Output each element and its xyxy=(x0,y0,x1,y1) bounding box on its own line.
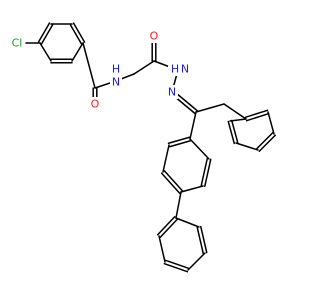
bond-a6-a1 xyxy=(39,42,52,62)
bond-layer xyxy=(25,22,277,273)
bond-r6-r1 xyxy=(229,118,247,122)
bond-c13-b1 xyxy=(189,111,197,140)
bond-p3-p4 xyxy=(163,262,189,273)
bond-p2-p3 xyxy=(158,235,166,263)
bond-r1-r2 xyxy=(245,112,270,122)
bond-r5-r6-second xyxy=(227,120,236,145)
bond-r4-r5 xyxy=(235,142,259,151)
bond-b5-b6 xyxy=(204,158,212,188)
bond-p6-p1 xyxy=(175,217,200,228)
bond-r5-r6 xyxy=(230,119,239,144)
bond-p1-p2-second xyxy=(159,218,179,238)
atom-label-layer: Cl H N O O H N N xyxy=(9,29,194,111)
amide-oxygen-label: O xyxy=(91,98,100,111)
bond-b3-b4 xyxy=(160,172,181,194)
bond-a3-a4-second xyxy=(72,22,86,43)
bond-c14-r1 xyxy=(223,103,247,120)
bond-a3-a4 xyxy=(69,24,83,45)
bond-b2-b3 xyxy=(162,144,170,173)
bond-b4-b5 xyxy=(180,185,204,193)
bond-r1-r2-second xyxy=(244,109,269,119)
bond-p1-p2 xyxy=(156,216,176,236)
bond-a4-c7 xyxy=(82,42,96,89)
bond-r3-r4 xyxy=(255,131,274,150)
hydrazide-nh-h-label: H xyxy=(171,63,179,76)
bond-b1-b2-second xyxy=(168,139,192,148)
bond-c13-c14 xyxy=(195,103,225,113)
bond-b5-b6-second xyxy=(200,157,208,187)
bond-b1-b2 xyxy=(167,136,191,145)
amide-nitrogen-label: N xyxy=(112,76,120,89)
bond-p4-p5 xyxy=(187,252,206,271)
bond-r2-r3 xyxy=(267,111,275,135)
bond-b4-p1 xyxy=(175,191,182,219)
bond-r3-r4-second xyxy=(258,134,277,153)
bond-p3-p4-second xyxy=(164,259,190,270)
bond-p5-p6 xyxy=(200,225,208,254)
bond-b3-b4-second xyxy=(163,170,184,192)
imine-nitrogen-label: N xyxy=(168,86,176,99)
hydrazide-nitrogen-label: N xyxy=(181,63,189,76)
chlorine-atom-label: Cl xyxy=(12,37,23,50)
bond-b6-b1 xyxy=(189,138,210,160)
bond-c9-c10 xyxy=(133,60,155,75)
bond-a4-a5 xyxy=(71,42,84,62)
molecule-structure: Cl H N O O H N N xyxy=(9,22,277,273)
carbonyl-oxygen-label: O xyxy=(150,30,159,43)
bond-p5-p6-second xyxy=(196,226,204,255)
amide-nitrogen-h-label: H xyxy=(112,63,120,76)
bond-a1-a2-second xyxy=(37,22,51,43)
bond-a1-a2 xyxy=(40,24,54,45)
